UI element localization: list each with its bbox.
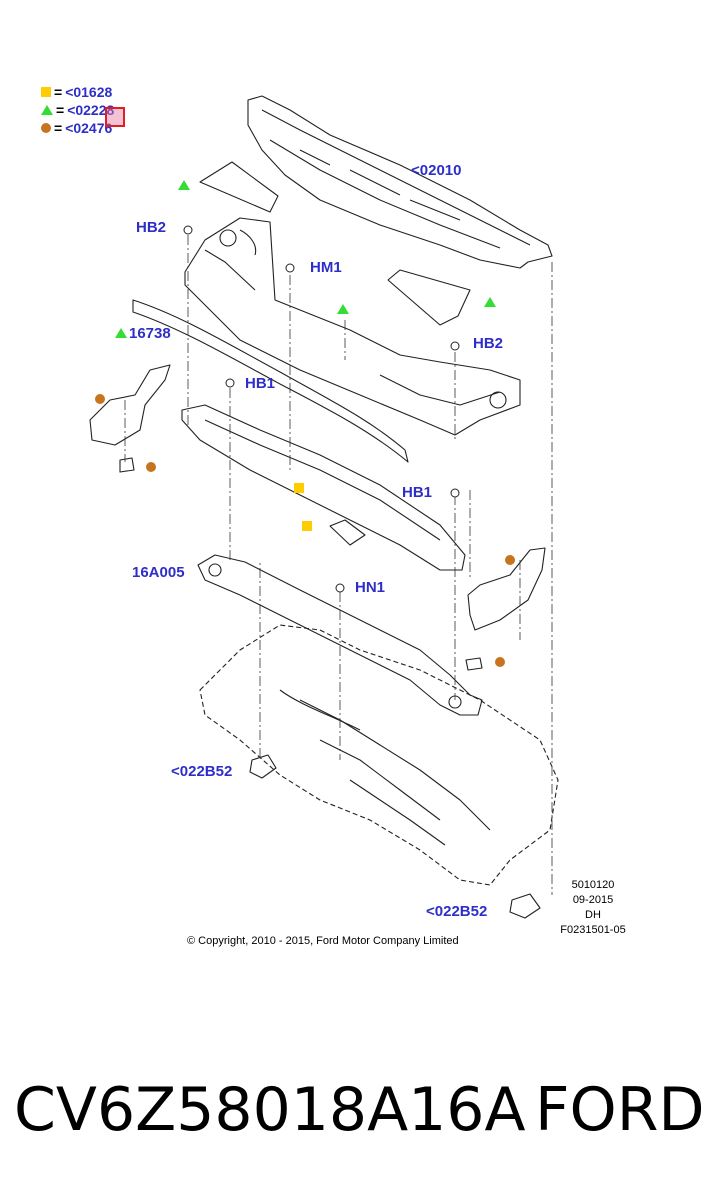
meta-code: 5010120 [571, 879, 615, 891]
legend-code-square[interactable]: <01628 [65, 84, 113, 100]
legend-code-circle[interactable]: <02476 [65, 120, 113, 136]
part-number: CV6Z58018A16A [14, 1075, 526, 1145]
legend-code-triangle[interactable]: <02228 [67, 102, 115, 118]
meta-initials: DH [585, 909, 601, 921]
brand-name: FORD [535, 1075, 705, 1145]
diagram-markers [95, 180, 515, 667]
callout-022b52-mid[interactable]: <022B52 [171, 763, 233, 780]
meta-date: 09-2015 [572, 894, 614, 906]
cowl-top-panel [247, 95, 553, 269]
right-cover-panel [387, 269, 471, 326]
callout-hb1-right[interactable]: HB1 [402, 484, 433, 501]
highlight-marker [105, 107, 125, 127]
green-triangle-icon [41, 105, 53, 115]
callout-hb2-right[interactable]: HB2 [473, 335, 504, 352]
callout-hb2-top[interactable]: HB2 [136, 219, 167, 236]
legend-row-triangle: = <02228 [41, 102, 114, 118]
meta-figure-id: F0231501-05 [560, 924, 626, 936]
callout-hb1-left[interactable]: HB1 [245, 375, 276, 392]
copyright-text: © Copyright, 2010 - 2015, Ford Motor Com… [187, 935, 459, 947]
yellow-square-icon [41, 87, 51, 97]
orange-circle-icon [41, 123, 51, 133]
callout-hm1[interactable]: HM1 [310, 259, 342, 276]
left-bracket [89, 364, 171, 446]
callout-022b52-bottom[interactable]: <022B52 [426, 903, 488, 920]
legend-row-circle: = <02476 [41, 120, 112, 136]
callout-16a005[interactable]: 16A005 [132, 564, 185, 581]
callout-02010[interactable]: <02010 [411, 162, 462, 179]
left-cover-panel [199, 161, 279, 213]
right-bracket [467, 547, 546, 631]
drawing-meta: 5010120 09-2015 DH F0231501-05 [548, 878, 638, 938]
callout-16738[interactable]: 16738 [129, 325, 171, 342]
callout-hn1[interactable]: HN1 [355, 579, 386, 596]
weatherstrip [132, 299, 409, 463]
legend-row-square: = <01628 [41, 84, 112, 100]
cowl-grille-panel [184, 217, 521, 436]
reinforcement-bar [197, 554, 483, 716]
